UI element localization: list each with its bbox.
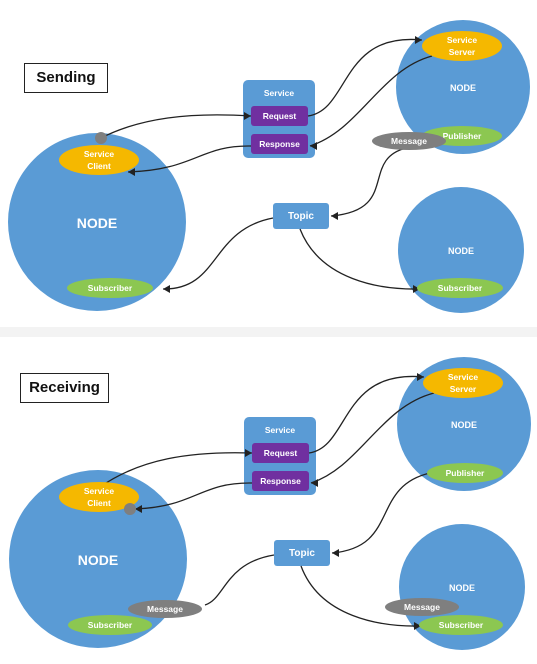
wire-server-response: [309, 55, 433, 147]
wire-message-topic: [330, 147, 407, 217]
request-box: [251, 106, 308, 126]
service-server-line2: Server: [449, 47, 476, 57]
wire-server-response: [310, 392, 435, 484]
topic-label: Topic: [288, 211, 314, 222]
receiving-panel: NODE NODE NODE Service Request Response …: [0, 337, 537, 664]
publisher-label: Publisher: [443, 131, 482, 141]
wire-publisher-topic: [331, 472, 431, 554]
subscriber-right: [419, 615, 503, 635]
wire-request-server: [308, 375, 425, 454]
publisher-label: Publisher: [446, 468, 485, 478]
panel-divider: [0, 327, 537, 337]
service-label: Service: [265, 425, 296, 435]
subscriber-right: [417, 278, 503, 298]
message-label: Message: [391, 136, 427, 146]
message-left-label: Message: [147, 604, 183, 614]
main-node-label: NODE: [78, 552, 118, 568]
message-pill-left: [128, 600, 202, 618]
sending-diagram: NODE NODE NODE Service Request Response …: [8, 20, 530, 313]
arrow-request: [244, 112, 251, 120]
service-server-line1: Service: [448, 372, 479, 382]
service-server-line2: Server: [450, 384, 477, 394]
client-port-dot: [95, 132, 107, 144]
message-right-label: Message: [404, 602, 440, 612]
topic-box: [273, 203, 329, 229]
main-node-label: NODE: [77, 215, 117, 231]
wire-client-request: [99, 452, 253, 488]
right-top-node-label: NODE: [450, 83, 476, 93]
sending-panel: NODE NODE NODE Service Request Response …: [0, 0, 537, 327]
wire-topic-subscriber-left: [162, 217, 274, 290]
response-box: [251, 134, 308, 154]
subscriber-right-label: Subscriber: [439, 620, 484, 630]
arrow-subscriber-left: [163, 285, 170, 293]
service-client-line2: Client: [87, 161, 111, 171]
response-label: Response: [260, 476, 301, 486]
subscriber-left-label: Subscriber: [88, 283, 133, 293]
wire-response-client: [134, 482, 253, 510]
message-pill-right: [385, 598, 459, 616]
wire-request-server: [307, 38, 423, 117]
wire-topic-subscriber-right: [300, 565, 422, 627]
service-client-line2: Client: [87, 498, 111, 508]
subscriber-left: [68, 615, 152, 635]
subscriber-left: [67, 278, 153, 298]
arrow-topic: [332, 549, 339, 557]
wire-topic-message-left: [204, 554, 275, 606]
service-label: Service: [264, 88, 295, 98]
right-bottom-node-label: NODE: [448, 246, 474, 256]
topic-box: [274, 540, 330, 566]
service-server: [422, 31, 502, 61]
arrow-server: [415, 36, 422, 44]
arrow-topic: [331, 212, 338, 220]
service-client: [59, 145, 139, 175]
wire-topic-subscriber-right: [299, 228, 421, 290]
response-label: Response: [259, 139, 300, 149]
subscriber-right-label: Subscriber: [438, 283, 483, 293]
service-server: [423, 368, 503, 398]
publisher: [427, 463, 503, 483]
request-label: Request: [264, 448, 298, 458]
arrow-server: [417, 373, 424, 381]
response-box: [252, 471, 309, 491]
receiving-title: Receiving: [20, 373, 109, 403]
arrow-request: [245, 449, 252, 457]
wire-client-request: [100, 114, 252, 139]
arrow-client: [135, 505, 142, 513]
right-top-node-label: NODE: [451, 420, 477, 430]
service-client-line1: Service: [84, 486, 115, 496]
arrow-client: [128, 168, 135, 176]
client-port-dot: [124, 503, 136, 515]
request-label: Request: [263, 111, 297, 121]
service-server-line1: Service: [447, 35, 478, 45]
arrow-response: [311, 479, 318, 487]
main-node-circle: [8, 133, 186, 311]
request-box: [252, 443, 309, 463]
receiving-diagram: NODE NODE NODE Service Request Response …: [9, 357, 531, 650]
arrow-subscriber-right: [413, 285, 420, 293]
subscriber-left-label: Subscriber: [88, 620, 133, 630]
service-client: [59, 482, 139, 512]
message-pill: [372, 132, 446, 150]
arrow-response: [310, 142, 317, 150]
wire-response-client: [127, 145, 252, 173]
right-bottom-node-label: NODE: [449, 583, 475, 593]
service-client-line1: Service: [84, 149, 115, 159]
topic-label: Topic: [289, 548, 315, 559]
arrow-subscriber-right: [414, 622, 421, 630]
sending-title: Sending: [24, 63, 108, 93]
